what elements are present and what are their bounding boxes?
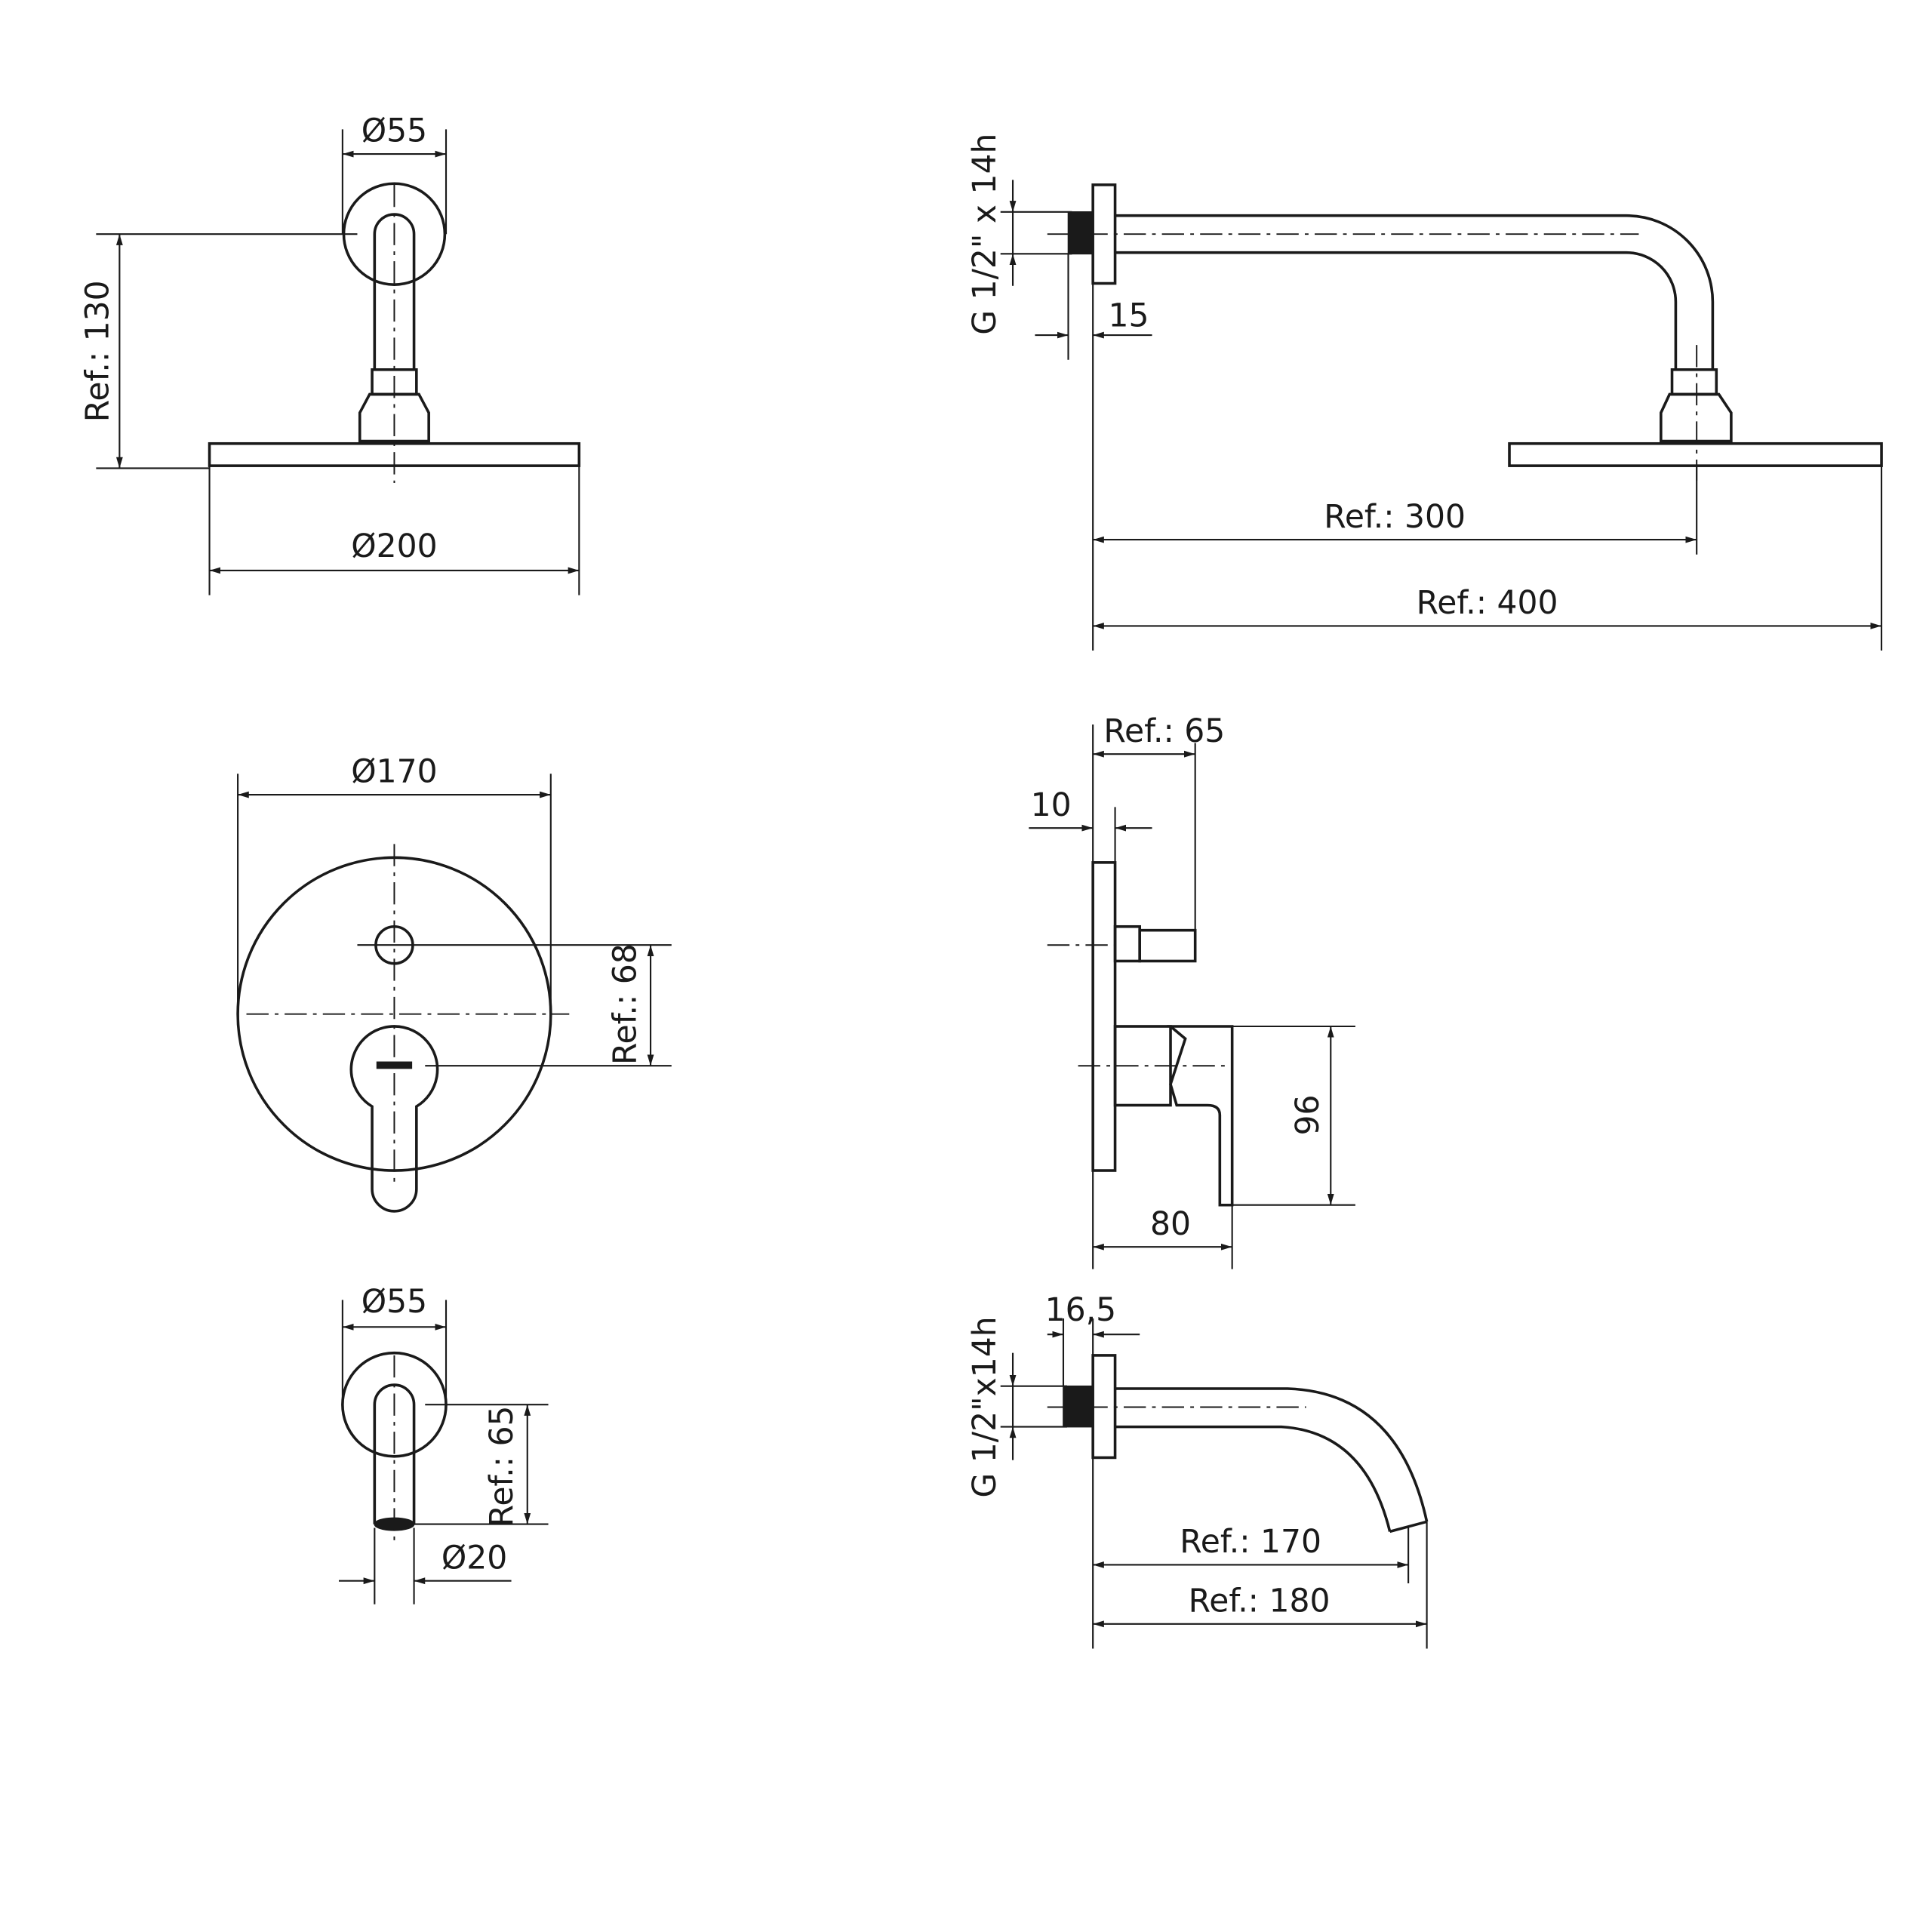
- label-flange-depth: 16,5: [1045, 1292, 1117, 1329]
- shower-arm-side-view: G 1/2" x 14h 15 Ref.: 300 Ref.: 400: [967, 134, 1883, 651]
- label-reach-total: Ref.: 400: [1417, 585, 1558, 622]
- diverter-knob: [1138, 928, 1197, 963]
- mixer-side-view: Ref.: 65 10 96 80: [1029, 713, 1355, 1269]
- label-flange-dia: Ø55: [361, 113, 427, 150]
- label-thread: G 1/2" x 14h: [967, 134, 1004, 335]
- mixer-front-view: Ø170 Ref.: 68: [236, 754, 672, 1213]
- label-handle-depth: 80: [1150, 1206, 1191, 1243]
- label-outlet-dia: Ø20: [441, 1540, 507, 1577]
- label-reach-outlet: Ref.: 170: [1180, 1524, 1321, 1561]
- label-total-depth: Ref.: 65: [1103, 713, 1225, 750]
- shower-head-front-view: Ø55 Ref.: 130 Ø200: [80, 113, 581, 595]
- spout-inner: [1115, 1425, 1392, 1532]
- label-axis-distance: Ref.: 68: [607, 943, 644, 1065]
- mixer-lever: [349, 1025, 439, 1213]
- arm-connector: [1670, 368, 1718, 396]
- spout-side-view: G 1/2"x14h 16,5 Ref.: 170 Ref.: 180: [967, 1292, 1429, 1649]
- spout-outer: [1115, 1387, 1429, 1522]
- label-height: Ref.: 65: [484, 1405, 521, 1527]
- spout-front-view: Ø55 Ref.: 65 Ø20: [338, 1284, 549, 1604]
- shower-head-plate: [1508, 441, 1883, 467]
- thread-connection: [1067, 211, 1094, 255]
- mixer-lever: [1167, 1025, 1234, 1207]
- label-flange-depth: 15: [1109, 298, 1149, 335]
- ball-joint-nut: [1660, 392, 1733, 443]
- shower-arm-inner: [1115, 251, 1678, 370]
- label-reach-total: Ref.: 180: [1189, 1583, 1331, 1620]
- label-head-dia: Ø200: [351, 528, 437, 565]
- label-handle-height: 96: [1290, 1095, 1327, 1136]
- label-height: Ref.: 130: [80, 280, 117, 422]
- ball-joint-nut: [358, 392, 430, 443]
- shower-arm-outer: [1115, 214, 1715, 370]
- label-plate-dia: Ø170: [351, 754, 437, 791]
- label-reach-head-center: Ref.: 300: [1324, 499, 1466, 536]
- label-plate-depth: 10: [1031, 787, 1072, 824]
- label-flange-dia: Ø55: [361, 1284, 427, 1321]
- label-thread: G 1/2"x14h: [967, 1316, 1004, 1497]
- cover-plate: [1091, 861, 1117, 1172]
- diverter-stem: [1113, 924, 1141, 963]
